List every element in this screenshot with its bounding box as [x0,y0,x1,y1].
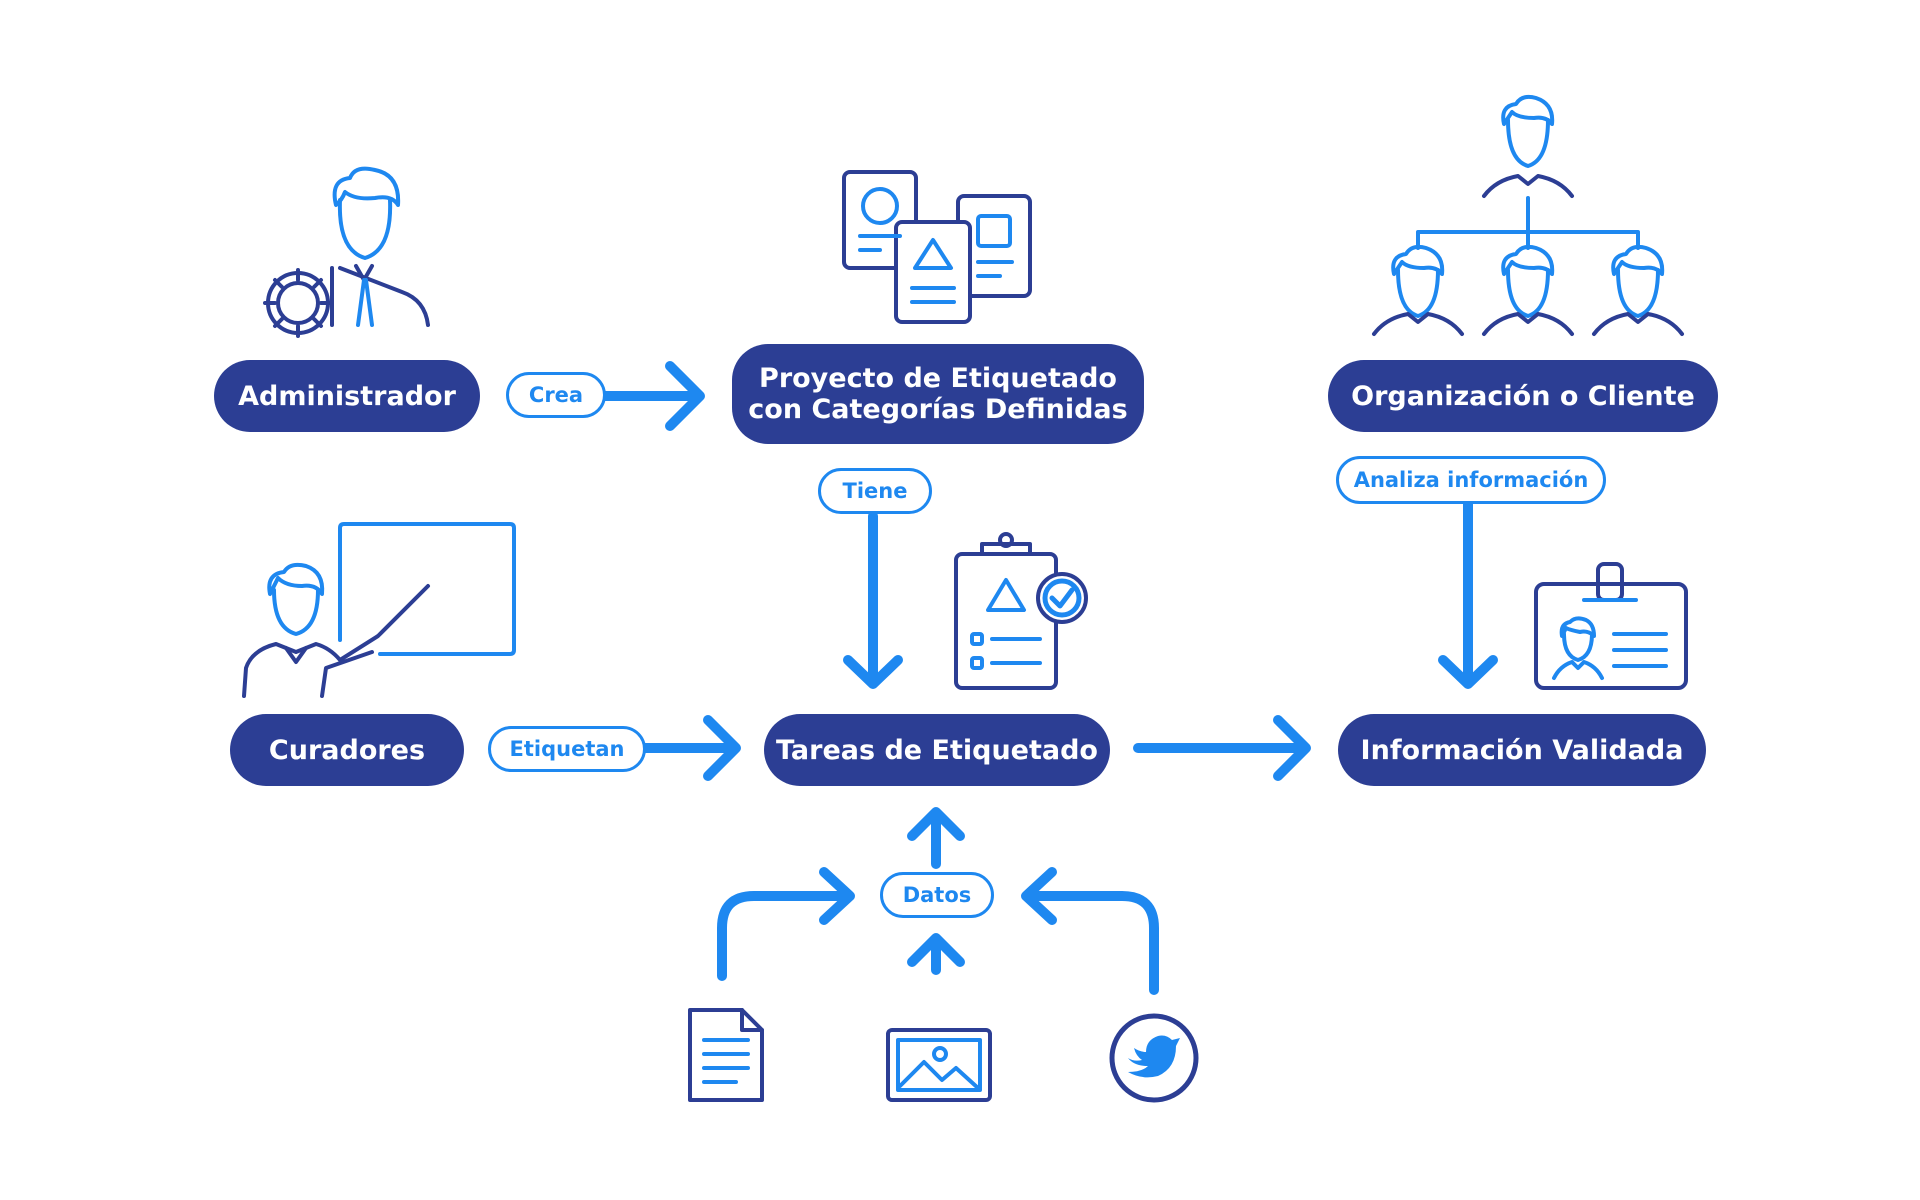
node-proyecto: Proyecto de Etiquetado con Categorías De… [732,344,1144,444]
edge-label-datos: Datos [880,872,994,918]
arrows [599,361,1498,995]
node-proyecto-line1: Proyecto de Etiquetado [759,363,1117,394]
node-informacion-label: Información Validada [1360,734,1684,766]
node-tareas: Tareas de Etiquetado [764,714,1110,786]
twitter-bird-icon [1109,1013,1199,1103]
edge-label-tiene: Tiene [818,468,932,514]
arrow-tareas-informacion [1133,715,1311,781]
node-proyecto-line2: con Categorías Definidas [748,394,1128,425]
id-badge-icon [1534,562,1688,690]
edge-label-etiquetan-text: Etiquetan [509,737,625,761]
node-curadores: Curadores [230,714,464,786]
edge-label-crea-text: Crea [528,383,584,407]
node-administrador: Administrador [214,360,480,432]
arrow-analiza [1438,497,1498,689]
arrow-datos-up [907,807,965,869]
clipboard-check-icon [954,532,1088,690]
arrow-doc-right [717,867,855,981]
node-tareas-label: Tareas de Etiquetado [776,734,1098,766]
documents-icon [842,170,1032,324]
node-organizacion-label: Organización o Cliente [1351,380,1695,412]
node-organizacion: Organización o Cliente [1328,360,1718,432]
node-administrador-label: Administrador [238,380,456,412]
admin-with-gear-icon [263,166,430,338]
edge-label-datos-text: Datos [902,883,972,907]
arrow-crea [599,361,705,431]
text-document-icon [688,1008,764,1102]
edge-label-analiza: Analiza información [1336,456,1606,504]
edge-label-etiquetan: Etiquetan [488,726,646,772]
org-chart-icon [1372,94,1684,336]
arrow-image-up [907,933,965,975]
arrow-tiene [843,511,903,689]
node-informacion: Información Validada [1338,714,1706,786]
arrow-etiquetan [639,715,741,781]
image-icon [886,1028,992,1102]
node-curadores-label: Curadores [268,734,426,766]
edge-label-crea: Crea [506,372,606,418]
edge-label-analiza-text: Analiza información [1353,468,1589,492]
arrow-twitter-left [1021,867,1159,995]
edge-label-tiene-text: Tiene [842,479,908,503]
presenter-board-icon [242,522,516,698]
